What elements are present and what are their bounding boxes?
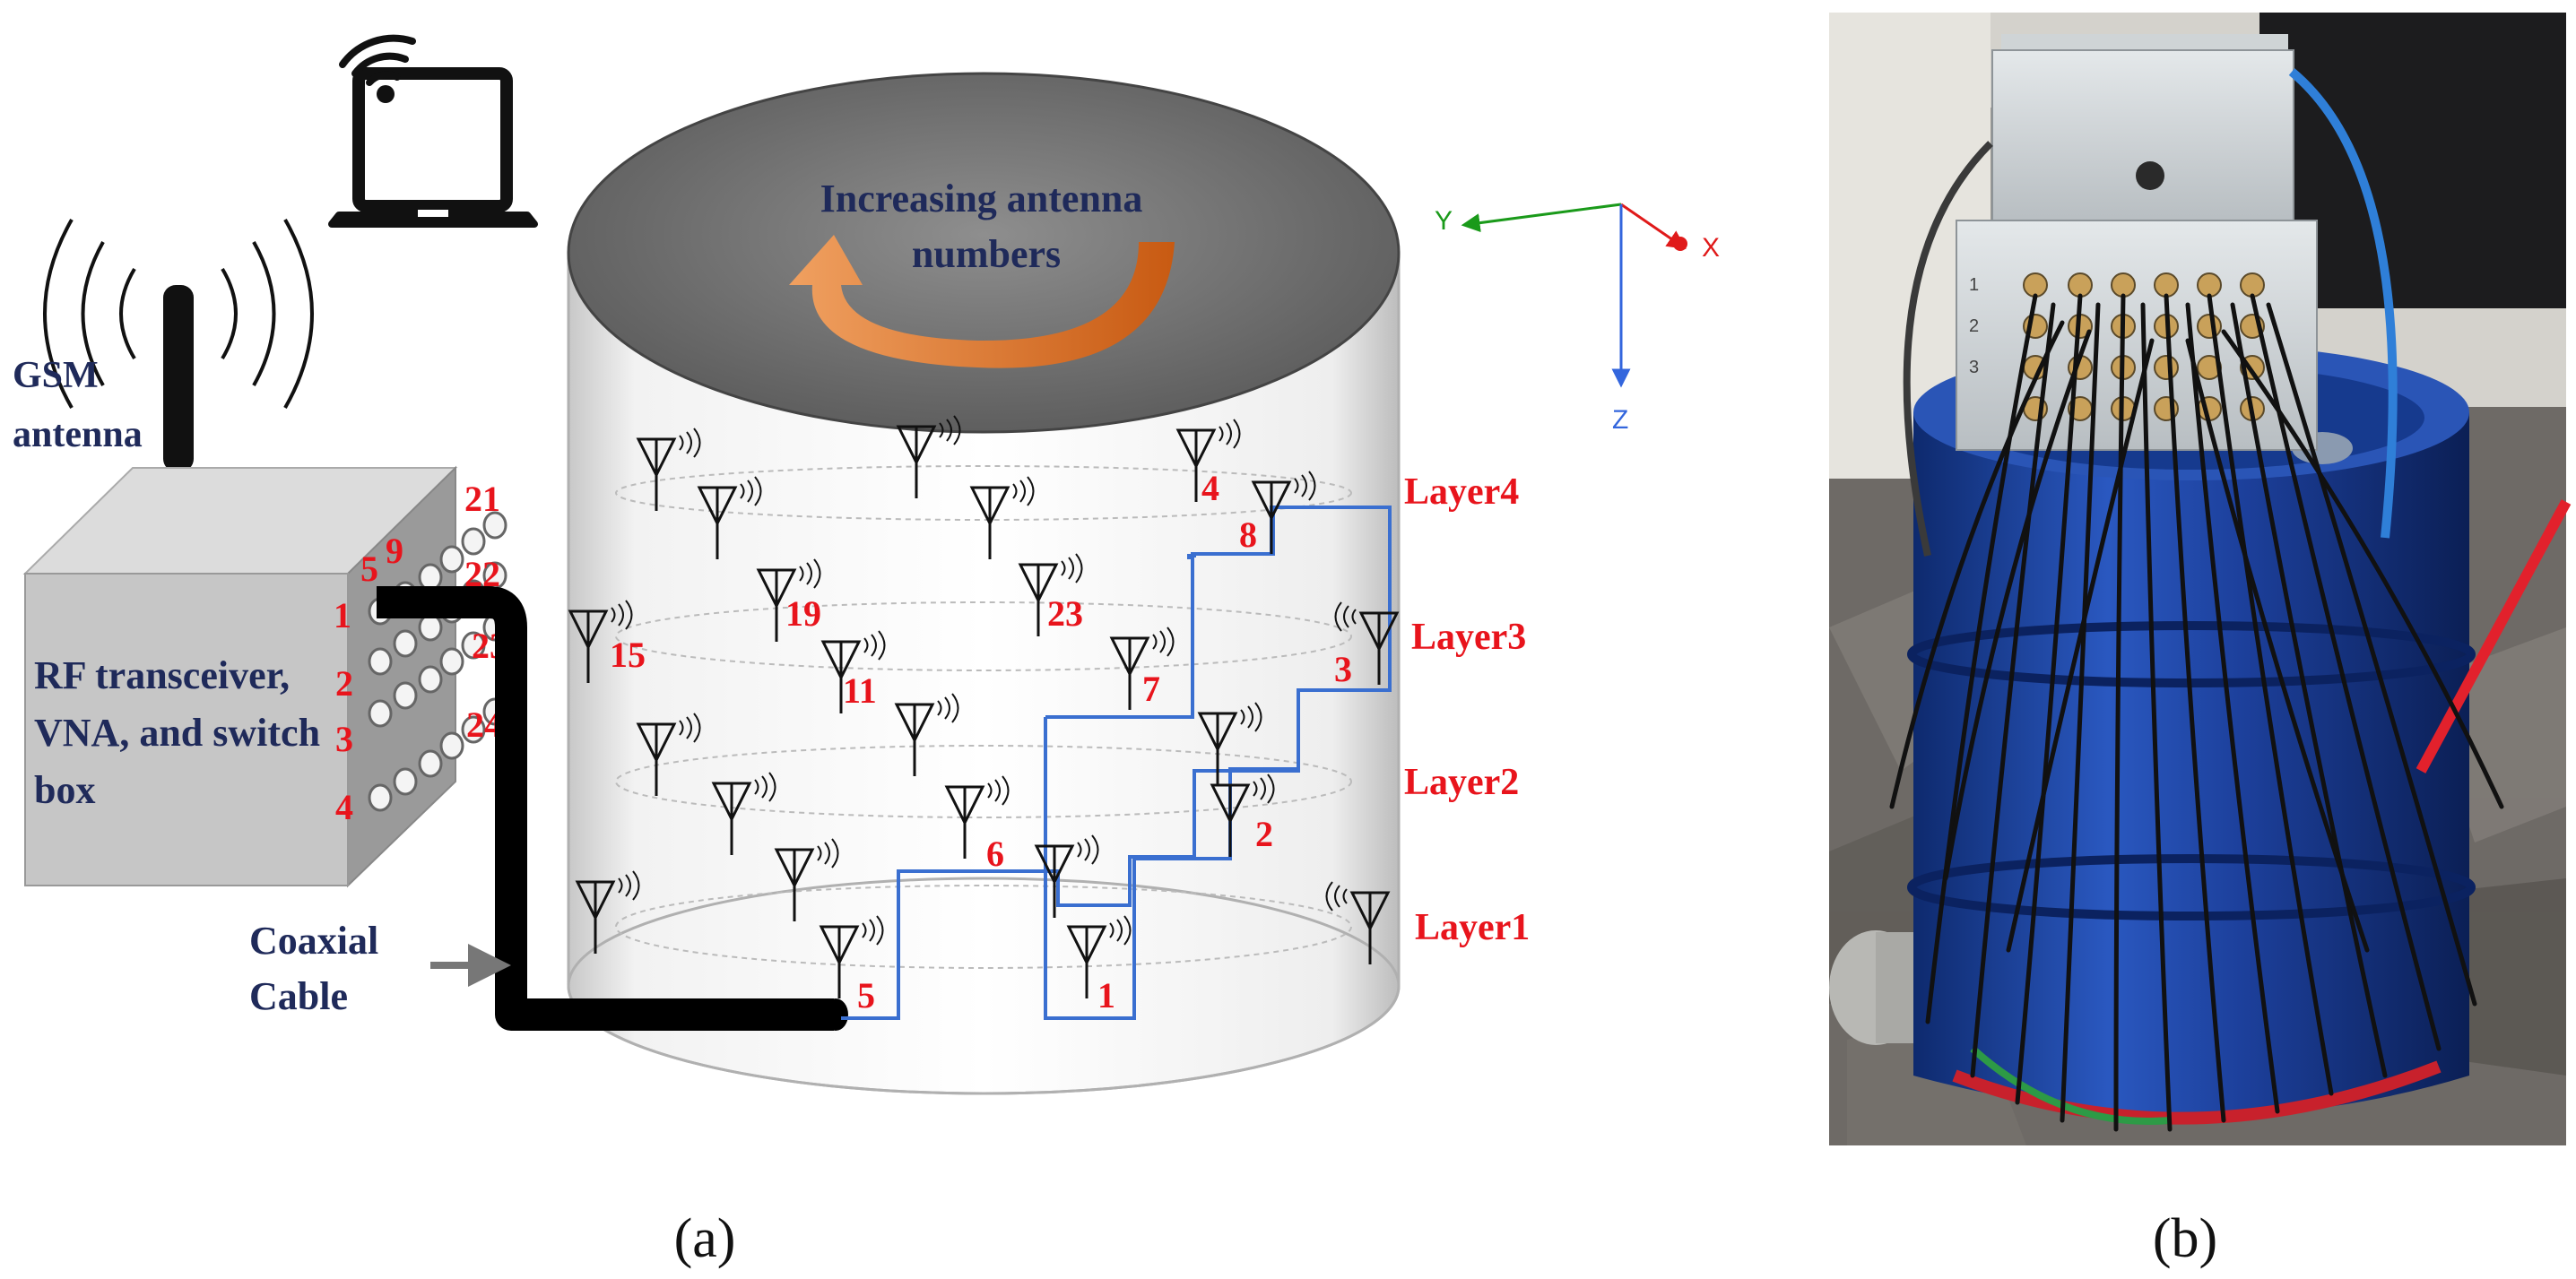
switch-row-label: 3 [1969, 358, 1979, 377]
coordinate-axes: Y X Z [1435, 203, 1720, 435]
caption-a: (a) [674, 1208, 736, 1269]
antenna-number: 2 [1255, 814, 1273, 854]
antenna-number: 19 [785, 593, 821, 634]
switch-row-label: 1 [1969, 275, 1979, 295]
axis-label-z: Z [1612, 405, 1628, 435]
port-number: 2 [335, 663, 353, 704]
antenna-number: 15 [610, 635, 646, 675]
gsm-antenna-label: GSM antenna [13, 355, 143, 455]
switch-row-label: 2 [1969, 316, 1979, 336]
rotation-label: Increasing antenna numbers [820, 177, 1153, 276]
layer-label: Layer3 [1411, 617, 1526, 658]
coax-label: Coaxial Cable [249, 919, 388, 1018]
port-number: 3 [335, 719, 353, 759]
antenna-number: 1 [1097, 975, 1115, 1015]
coaxial-cable [377, 586, 848, 1031]
caption-b: (b) [2153, 1208, 2217, 1269]
port-number: 1 [334, 595, 351, 635]
port-number: 9 [386, 531, 403, 571]
cylinder [567, 72, 1401, 1095]
axis-label-x: X [1702, 233, 1720, 263]
antenna-number: 3 [1334, 649, 1352, 689]
layer-label: Layer2 [1404, 762, 1519, 803]
antenna-number: 5 [857, 975, 875, 1015]
layer-label: Layer1 [1415, 907, 1530, 948]
laptop-icon [328, 34, 538, 228]
gsm-antenna-icon [43, 219, 314, 471]
antenna-number: 8 [1239, 514, 1257, 555]
panel-a: GSM antenna RF transceiver, VNA, and swi… [13, 34, 1720, 1269]
panel-b-photo: 1 2 3 (b) [1829, 13, 2572, 1269]
antenna-number: 6 [986, 834, 1004, 874]
antenna-number: 7 [1142, 669, 1160, 709]
blue-cable [2288, 68, 2398, 539]
axis-label-y: Y [1435, 206, 1453, 236]
cable-bundle [1889, 293, 2504, 1132]
layer-label: Layer4 [1404, 471, 1519, 513]
antenna-number: 23 [1047, 593, 1083, 634]
port-number: 21 [464, 479, 500, 519]
transceiver-label: RF transceiver, VNA, and switch box [34, 653, 330, 812]
antenna-number: 11 [843, 670, 877, 711]
antenna-number: 4 [1201, 468, 1219, 508]
rotation-arrow-icon [789, 235, 1175, 368]
port-number: 4 [335, 787, 353, 827]
port-number: 5 [360, 549, 378, 589]
